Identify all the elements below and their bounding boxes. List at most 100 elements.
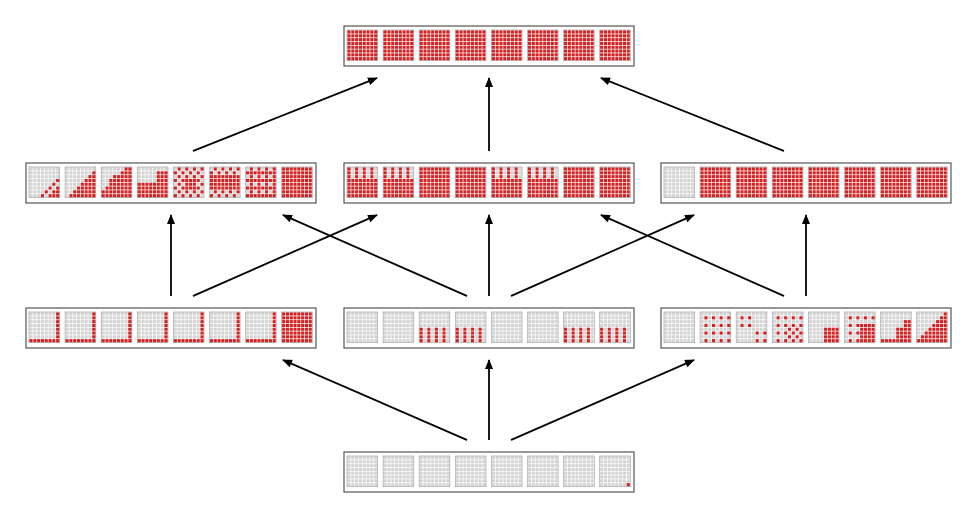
cell-filled (514, 171, 518, 175)
cell-empty (185, 331, 189, 335)
cell-filled (160, 171, 164, 175)
cell-filled (200, 167, 204, 171)
cell-filled (943, 186, 947, 190)
cell-filled (304, 327, 308, 331)
cell-empty (564, 460, 568, 464)
cell-empty (892, 312, 896, 316)
cell-empty (398, 456, 402, 460)
cell-empty (438, 456, 442, 460)
cell-filled (539, 38, 543, 42)
cell-filled (499, 34, 503, 38)
cell-filled (177, 182, 181, 186)
cell-filled (164, 339, 168, 343)
cell-empty (101, 327, 105, 331)
cell-empty (261, 335, 265, 339)
cell-empty (391, 467, 395, 471)
cell-empty (626, 339, 630, 343)
cell-empty (69, 327, 73, 331)
cell-empty (491, 460, 495, 464)
tile-frame (599, 455, 631, 488)
cell-filled (763, 194, 767, 198)
cell-filled (867, 323, 871, 327)
cell-filled (600, 38, 604, 42)
cell-empty (455, 464, 459, 468)
cell-filled (467, 53, 471, 57)
cell-filled (366, 49, 370, 53)
cell-empty (261, 331, 265, 335)
cell-empty (579, 467, 583, 471)
cell-empty (495, 175, 499, 179)
cell-empty (590, 312, 594, 316)
cell-filled (431, 53, 435, 57)
cell-empty (554, 316, 558, 320)
cell-filled (52, 194, 56, 198)
cell-empty (37, 178, 41, 182)
cell-empty (124, 335, 128, 339)
cell-filled (446, 57, 450, 61)
cell-empty (611, 327, 615, 331)
cell-filled (510, 57, 514, 61)
cell-filled (391, 45, 395, 49)
cell-empty (543, 331, 547, 335)
cell-filled (124, 194, 128, 198)
cell-filled (759, 182, 763, 186)
cell-empty (554, 471, 558, 475)
tile-frame (245, 166, 277, 199)
cell-filled (442, 38, 446, 42)
cell-empty (799, 320, 803, 324)
cell-empty (181, 327, 185, 331)
cell-filled (928, 327, 932, 331)
cell-empty (675, 175, 679, 179)
cell-filled (514, 186, 518, 190)
cell-filled (711, 175, 716, 179)
cell-empty (446, 312, 450, 316)
cell-empty (664, 316, 668, 320)
cell-filled (600, 41, 604, 45)
cell-filled (164, 316, 168, 320)
cell-filled (261, 178, 265, 182)
cell-filled (301, 175, 305, 179)
cell-filled (943, 339, 947, 343)
cell-filled (44, 339, 48, 343)
cell-filled (362, 34, 366, 38)
tile-frame (418, 166, 451, 199)
cell-empty (145, 171, 149, 175)
cell-filled (221, 175, 225, 179)
cell-empty (518, 483, 522, 487)
cell-empty (246, 331, 250, 335)
cell-filled (907, 320, 911, 324)
tile-empty (527, 311, 559, 344)
cell-filled (394, 30, 399, 34)
cell-filled (700, 167, 704, 171)
cell-filled (575, 38, 579, 42)
cell-filled (943, 190, 947, 194)
cell-filled (308, 190, 312, 194)
cell-filled (571, 190, 575, 194)
cell-filled (575, 171, 579, 175)
cell-filled (615, 190, 619, 194)
cell-empty (550, 323, 554, 327)
cell-filled (478, 339, 482, 343)
cell-empty (900, 323, 904, 327)
cell-filled (920, 182, 924, 186)
cell-empty (495, 331, 499, 335)
cell-filled (507, 171, 511, 175)
cell-filled (820, 167, 824, 171)
cell-filled (860, 335, 864, 339)
cell-empty (495, 316, 499, 320)
cell-filled (820, 194, 824, 198)
cell-empty (607, 460, 611, 464)
cell-empty (607, 483, 611, 487)
cell-filled (164, 320, 168, 324)
cell-empty (748, 331, 752, 335)
cell-filled (272, 167, 276, 171)
cell-empty (507, 464, 511, 468)
cell-empty (611, 456, 615, 460)
cell-empty (603, 479, 607, 483)
cell-filled (772, 178, 776, 182)
cell-filled (824, 190, 828, 194)
cell-empty (567, 471, 571, 475)
cell-filled (575, 49, 579, 53)
cell-empty (474, 467, 478, 471)
cell-filled (391, 30, 395, 34)
